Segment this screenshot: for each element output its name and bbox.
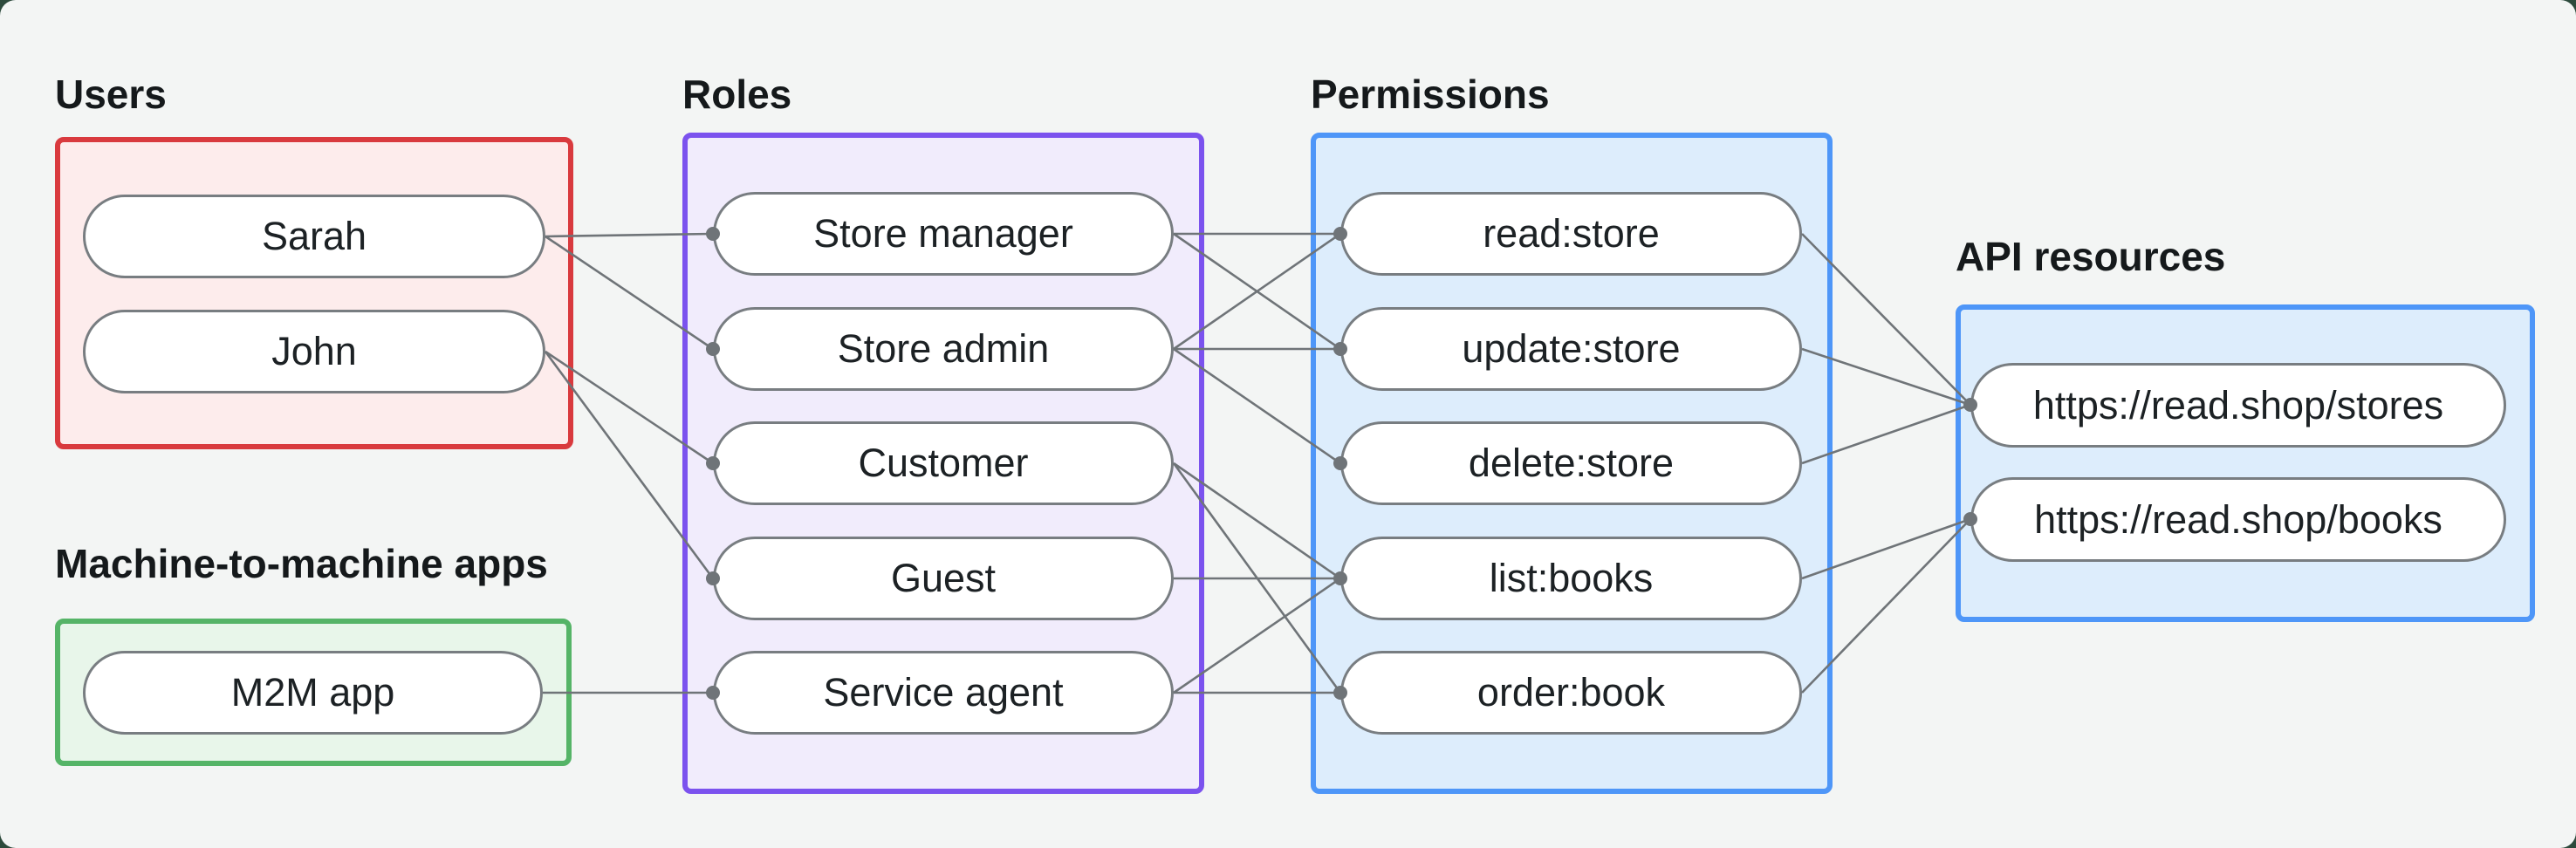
role-node-guest: Guest — [713, 537, 1174, 620]
role-node-customer: Customer — [713, 421, 1174, 505]
user-node-sarah: Sarah — [83, 195, 545, 278]
roles-section-label: Roles — [682, 72, 792, 117]
role-node-service-agent: Service agent — [713, 651, 1174, 735]
permission-node-delete-store: delete:store — [1340, 421, 1802, 505]
permission-node-list-books: list:books — [1340, 537, 1802, 620]
api-resources-group-box — [1956, 304, 2535, 622]
api-node-books: https://read.shop/books — [1970, 477, 2506, 562]
role-node-store-admin: Store admin — [713, 307, 1174, 391]
permissions-section-label: Permissions — [1311, 72, 1550, 117]
users-group-box — [55, 137, 573, 449]
permission-node-read-store: read:store — [1340, 192, 1802, 276]
role-node-store-manager: Store manager — [713, 192, 1174, 276]
user-node-john: John — [83, 310, 545, 393]
api-resources-section-label: API resources — [1956, 234, 2226, 279]
users-section-label: Users — [55, 72, 167, 117]
api-node-stores: https://read.shop/stores — [1970, 363, 2506, 448]
m2m-section-label: Machine-to-machine apps — [55, 541, 548, 586]
permission-node-order-book: order:book — [1340, 651, 1802, 735]
permission-node-update-store: update:store — [1340, 307, 1802, 391]
m2m-node-app: M2M app — [83, 651, 543, 735]
